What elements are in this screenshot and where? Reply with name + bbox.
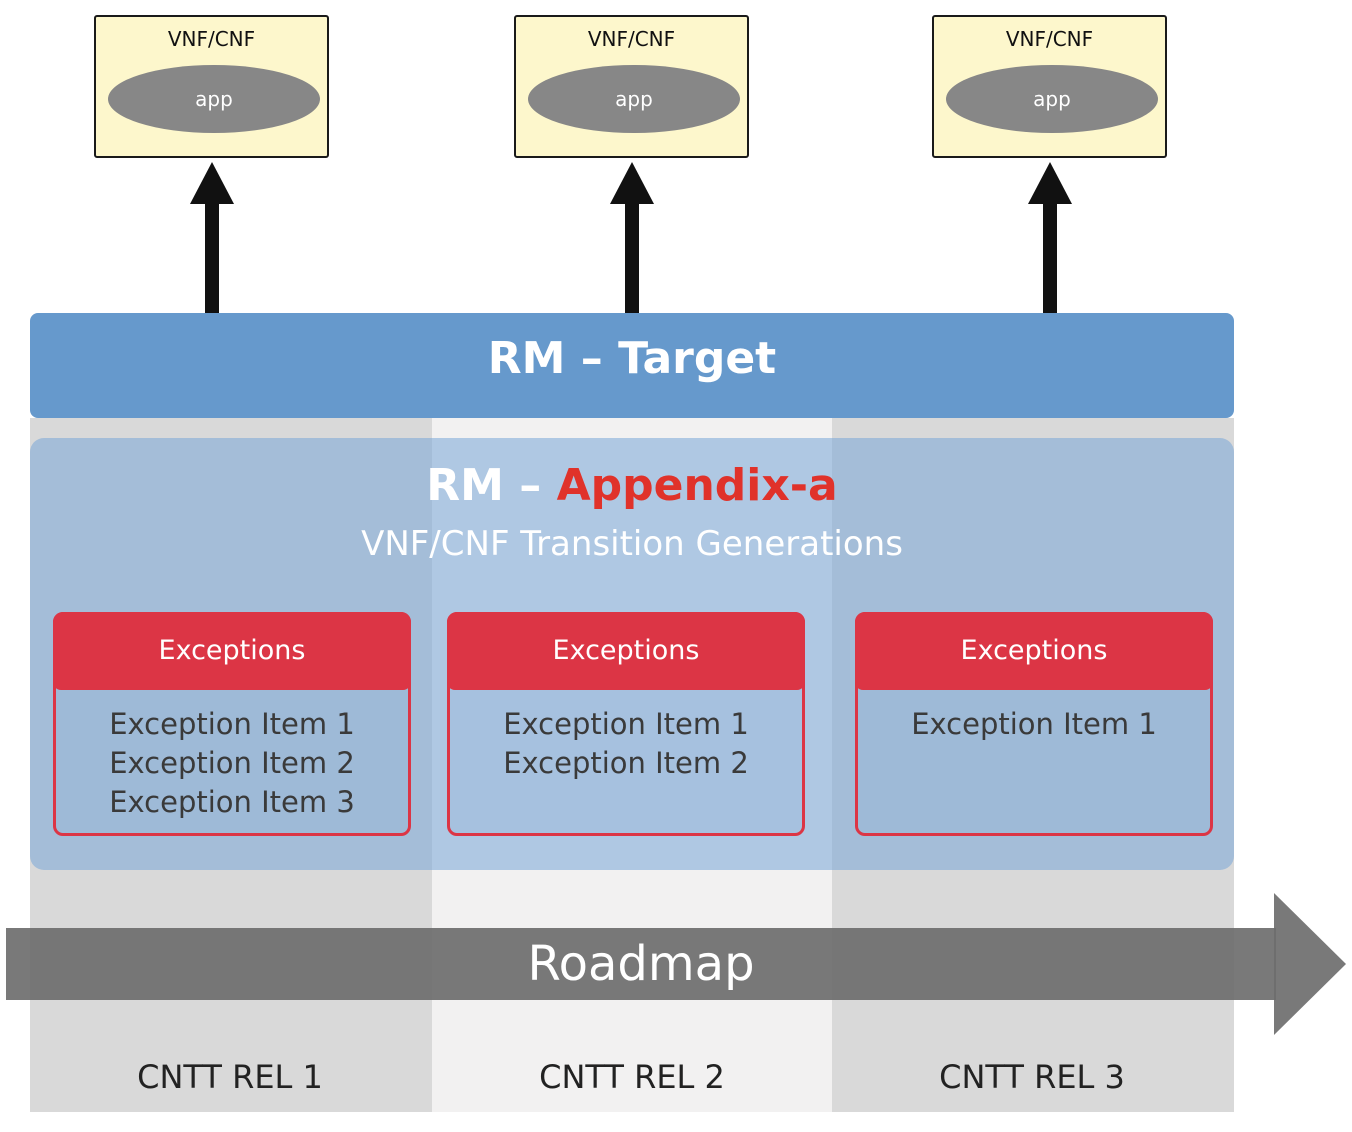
exceptions-header: Exceptions [855,612,1213,690]
appendix-title-highlight: Appendix-a [556,460,838,511]
appendix-title: RM – Appendix-a [30,460,1234,511]
exceptions-list: Exception Item 1 Exception Item 2 [450,705,802,783]
exception-item: Exception Item 1 [109,707,355,741]
app-ellipse: app [528,65,740,133]
roadmap-label: Roadmap [527,936,755,992]
vnf-box-2: VNF/CNF app [514,15,749,158]
roadmap-bar: Roadmap [6,928,1276,1000]
up-arrow-3 [1028,162,1072,314]
vnf-box-1: VNF/CNF app [94,15,329,158]
exception-item: Exception Item 2 [109,746,355,780]
vnf-box-title: VNF/CNF [587,27,676,51]
exceptions-header: Exceptions [447,612,805,690]
appendix-subtitle: VNF/CNF Transition Generations [361,524,903,564]
exception-item: Exception Item 3 [109,785,355,819]
up-arrow-1 [190,162,234,314]
vnf-box-title: VNF/CNF [167,27,256,51]
app-ellipse: app [108,65,320,133]
vnf-box-title: VNF/CNF [1005,27,1094,51]
app-ellipse: app [946,65,1158,133]
exceptions-list: Exception Item 1 Exception Item 2 Except… [56,705,408,822]
release-label-2: CNTT REL 2 [539,1058,725,1096]
exceptions-box-2: Exceptions Exception Item 1 Exception It… [447,612,805,836]
rm-target-bar: RM – Target [30,313,1234,418]
up-arrow-2 [610,162,654,314]
exceptions-header: Exceptions [53,612,411,690]
exceptions-box-1: Exceptions Exception Item 1 Exception It… [53,612,411,836]
exception-item: Exception Item 1 [503,707,749,741]
exception-item: Exception Item 2 [503,746,749,780]
rm-target-label: RM – Target [487,333,777,384]
vnf-box-3: VNF/CNF app [932,15,1167,158]
release-label-1: CNTT REL 1 [137,1058,323,1096]
exceptions-box-3: Exceptions Exception Item 1 [855,612,1213,836]
appendix-title-prefix: RM – [426,460,557,511]
exception-item: Exception Item 1 [911,707,1157,741]
exceptions-list: Exception Item 1 [858,705,1210,744]
release-label-3: CNTT REL 3 [939,1058,1125,1096]
roadmap-arrowhead-icon [1274,893,1346,1035]
